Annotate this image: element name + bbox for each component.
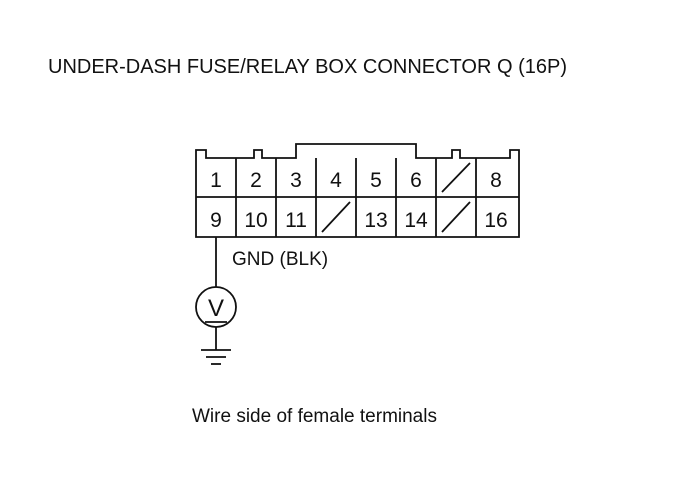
pin-label: 8 xyxy=(490,169,502,192)
pin-label: 14 xyxy=(404,209,428,232)
pin-label: 9 xyxy=(210,209,222,232)
pin-label: 4 xyxy=(330,169,342,192)
pin-label: 11 xyxy=(285,209,307,232)
empty-cavity-mark xyxy=(441,162,471,193)
empty-cavity-mark xyxy=(441,201,471,233)
pin-label: 16 xyxy=(484,209,507,232)
pin-label: 10 xyxy=(244,209,267,232)
ground-icon xyxy=(201,349,231,365)
voltmeter-icon: V xyxy=(195,286,237,328)
pin-label: 2 xyxy=(250,169,262,192)
pin-label: 1 xyxy=(210,169,222,192)
diagram-caption: Wire side of female terminals xyxy=(192,406,437,427)
connector-pins: 1 2 3 4 5 6 8 9 10 11 13 14 16 xyxy=(210,162,508,233)
connector-housing xyxy=(195,143,520,238)
pin-label: 13 xyxy=(364,209,387,232)
column-dividers xyxy=(235,158,477,237)
pin-label: 3 xyxy=(290,169,302,192)
meter-symbol: V xyxy=(208,295,224,322)
pin-label: 5 xyxy=(370,169,382,192)
wire-label: GND (BLK) xyxy=(232,249,328,270)
pin-label: 6 xyxy=(410,169,422,192)
empty-cavity-mark xyxy=(321,201,351,233)
diagram-title: UNDER-DASH FUSE/RELAY BOX CONNECTOR Q (1… xyxy=(48,56,567,78)
